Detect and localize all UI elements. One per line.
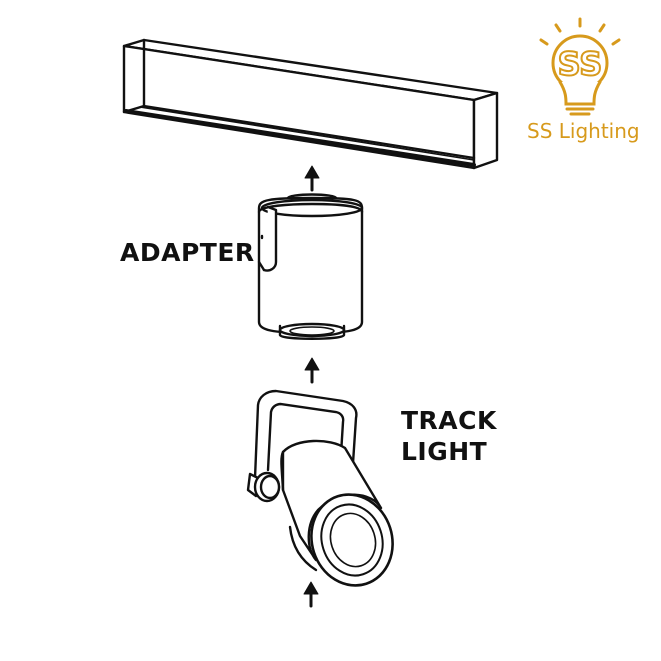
adapter-label: ADAPTER	[120, 238, 255, 267]
up-arrow-icon	[304, 165, 320, 192]
track-rail	[122, 38, 499, 170]
track-light-illustration	[246, 389, 394, 587]
light-bulb-icon: SS	[539, 17, 621, 116]
adapter-illustration	[257, 193, 364, 340]
logo-text: SS	[558, 45, 603, 83]
brand-name: SS Lighting	[527, 119, 640, 143]
up-arrow-icon	[303, 581, 319, 608]
track-light-label-line1: TRACK	[401, 406, 497, 435]
track-light-label: TRACK LIGHT	[401, 405, 497, 467]
up-arrow-icon	[304, 357, 320, 384]
track-light-label-line2: LIGHT	[401, 437, 488, 466]
